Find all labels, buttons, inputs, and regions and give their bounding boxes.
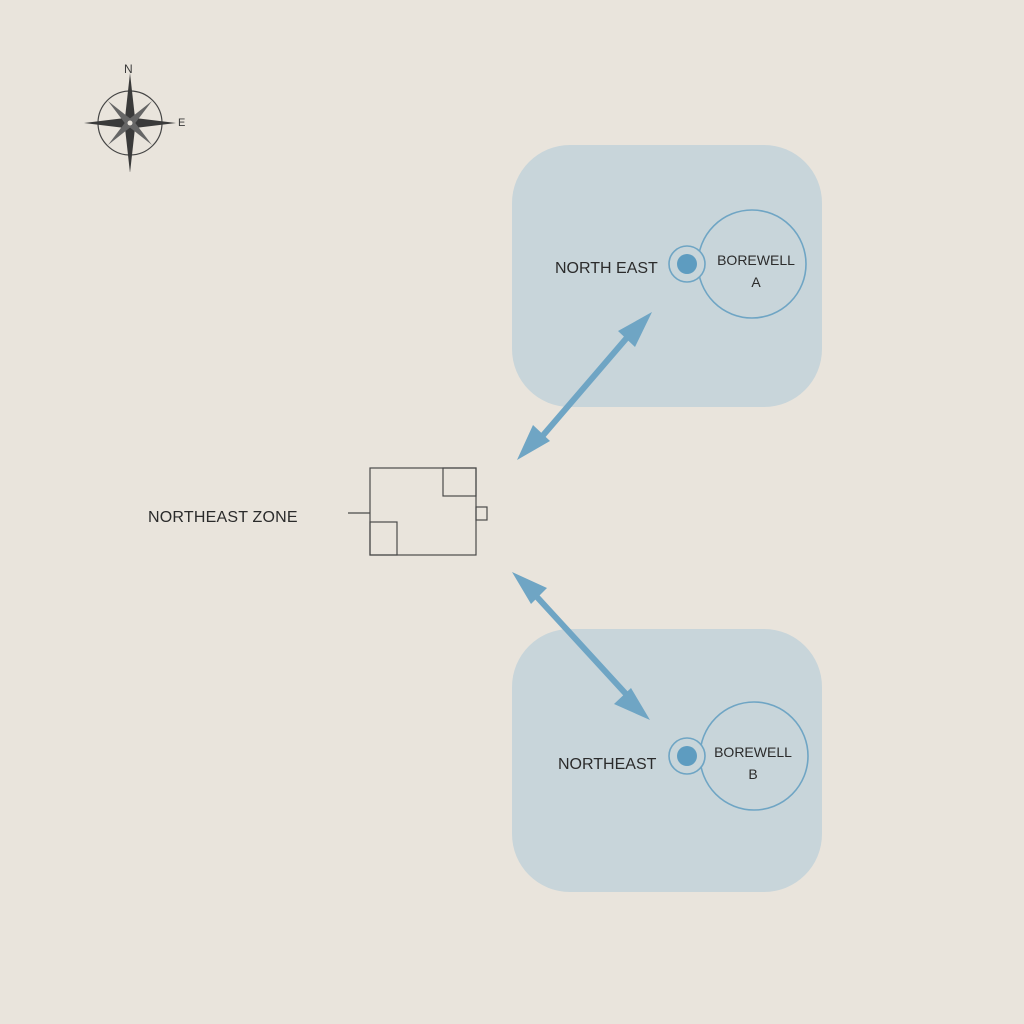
borewell-a-marker[interactable] (668, 209, 807, 319)
arrow-to-borewell-b (512, 572, 650, 720)
zone-b-direction-label: NORTHEAST (558, 756, 657, 773)
house-zone-label: NORTHEAST ZONE (148, 509, 298, 526)
borewell-a-title: BOREWELL (717, 252, 795, 268)
compass-rose-icon (84, 73, 176, 172)
borewell-a-dot (677, 254, 697, 274)
borewell-a-label: BOREWELL A (711, 249, 801, 293)
compass-north-label: N (124, 62, 133, 76)
compass-east-label: E (178, 117, 186, 129)
borewell-b-marker[interactable] (668, 701, 809, 811)
borewell-b-label: BOREWELL B (708, 741, 798, 785)
borewell-b-title: BOREWELL (714, 744, 792, 760)
borewell-b-dot (677, 746, 697, 766)
borewell-a-id: A (751, 274, 761, 290)
zone-a-direction-label: NORTH EAST (555, 260, 658, 277)
borewell-b-id: B (748, 766, 758, 782)
zone-b-area (512, 629, 822, 892)
arrow-to-borewell-a (517, 312, 652, 460)
house-floor-plan-icon (348, 467, 488, 556)
